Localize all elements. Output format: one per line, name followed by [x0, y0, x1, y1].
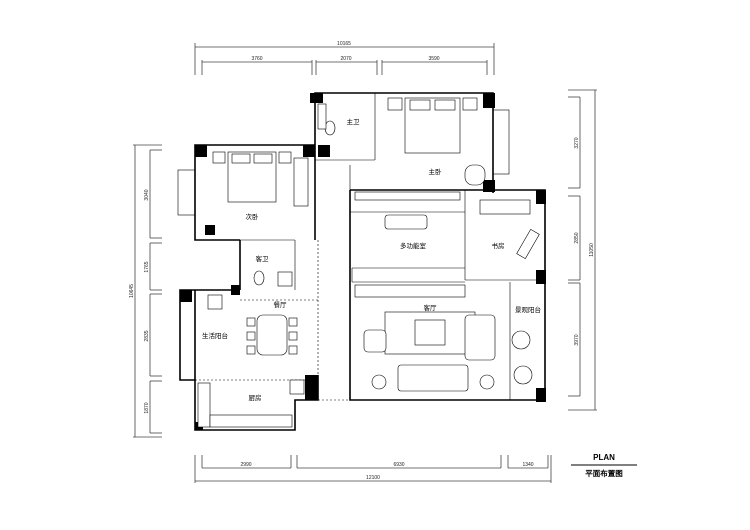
dim-top-2: 2070 — [340, 56, 351, 62]
balcony-chair — [511, 330, 531, 350]
living-sofa — [397, 364, 469, 392]
dim-right-total: 11050 — [589, 243, 595, 257]
room-dining: 餐厅 — [274, 300, 288, 309]
top-dimensions: 10165 3760 2070 3590 — [194, 41, 495, 75]
dim-bottom-total: 12100 — [366, 475, 380, 481]
room-utility-balcony: 生活阳台 — [202, 331, 228, 340]
dim-top-total: 10165 — [337, 41, 351, 47]
dim-top-3: 3590 — [428, 56, 439, 62]
study-chaise — [516, 228, 540, 260]
dim-left-4: 1870 — [144, 402, 150, 413]
dim-right-1: 3270 — [574, 137, 580, 148]
dim-bottom-2: 6930 — [393, 462, 404, 468]
room-landscape-balcony: 景观阳台 — [515, 305, 541, 314]
plan-title-en: PLAN — [593, 453, 615, 462]
bottom-dimensions: 2990 6930 1340 12100 — [194, 455, 552, 483]
wardrobe — [293, 157, 309, 207]
dining-table — [256, 314, 288, 356]
dim-left-3: 2835 — [144, 330, 150, 341]
room-living: 客厅 — [424, 303, 438, 312]
room-master-bedroom: 主卧 — [429, 167, 443, 176]
side-sofa — [464, 314, 496, 361]
tv-cabinet — [354, 284, 466, 298]
room-kitchen: 厨房 — [249, 393, 262, 402]
dim-right-3: 3970 — [574, 334, 580, 345]
plan-title: PLAN 平面布置图 — [571, 453, 637, 478]
dim-left-1: 3040 — [144, 189, 150, 200]
dim-top-1: 3760 — [251, 56, 262, 62]
master-armchair — [464, 164, 486, 186]
room-second-bedroom: 次卧 — [246, 212, 260, 221]
wardrobe-multi — [354, 191, 461, 201]
guest-toilet — [253, 270, 265, 286]
room-guest-bath: 客卫 — [256, 254, 270, 263]
dim-bottom-3: 1340 — [522, 462, 533, 468]
toilet — [324, 120, 336, 136]
dim-bottom-1: 2990 — [240, 462, 251, 468]
coffee-table — [414, 319, 446, 346]
multi-sofa — [384, 214, 428, 230]
kitchen-counter — [197, 382, 211, 428]
dim-left-2: 1765 — [144, 261, 150, 272]
right-dimensions: 11050 3270 2850 3970 — [568, 89, 597, 411]
plan-title-zh: 平面布置图 — [585, 468, 623, 478]
room-multi-function: 多功能室 — [400, 241, 427, 250]
room-study: 书房 — [492, 241, 505, 250]
armchair — [363, 329, 387, 353]
study-desk — [479, 199, 531, 215]
dim-left-total: 10645 — [129, 284, 135, 298]
washing-machine — [207, 294, 223, 310]
left-dimensions: 10645 3040 1765 2835 1870 — [129, 144, 162, 438]
dim-right-2: 2850 — [574, 232, 580, 243]
room-master-bath: 主卫 — [347, 117, 361, 126]
furniture — [197, 97, 540, 428]
room-labels: 主卫 主卧 次卧 客卫 多功能室 书房 餐厅 客厅 景观阳台 生活阳台 厨房 — [202, 117, 541, 402]
